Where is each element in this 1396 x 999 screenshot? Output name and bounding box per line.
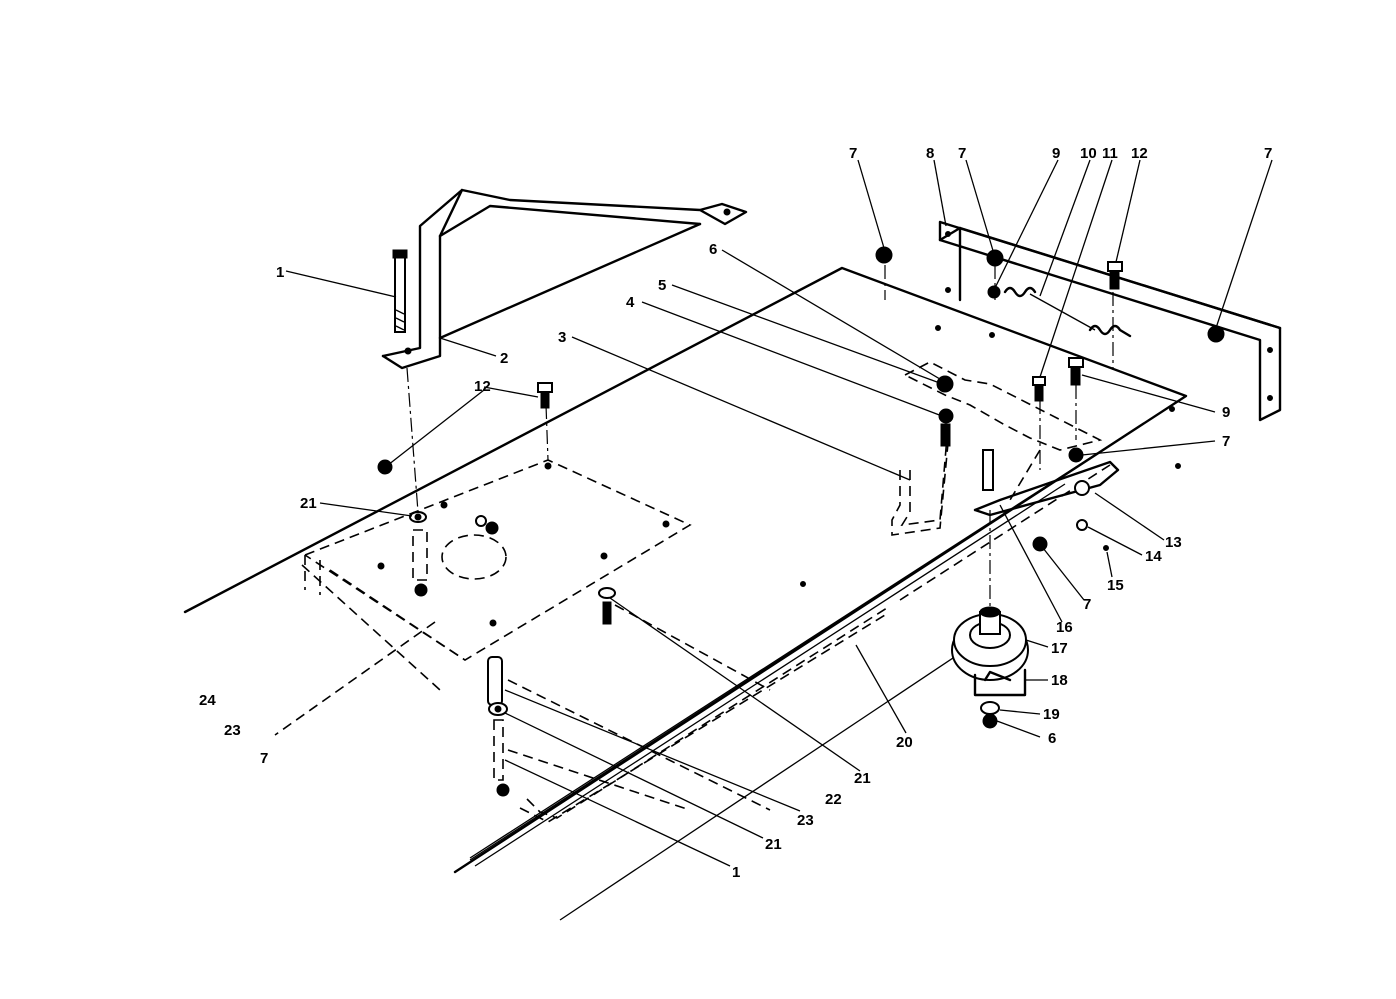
callout-17: 17 xyxy=(1051,640,1068,657)
callout-2: 2 xyxy=(500,350,508,367)
pulley-assembly xyxy=(951,510,1029,729)
callout-1-bottom: 1 xyxy=(732,864,740,881)
spring-assembly xyxy=(987,261,1132,370)
callout-21-left: 21 xyxy=(300,495,317,512)
callout-14: 14 xyxy=(1145,548,1162,565)
callout-12-left: 12 xyxy=(474,378,491,395)
callout-11: 11 xyxy=(1102,145,1118,162)
pivot-plate xyxy=(875,246,1120,552)
callout-6-bottom: 6 xyxy=(1048,730,1056,747)
dashed-connectors xyxy=(884,265,1077,501)
callout-15: 15 xyxy=(1107,577,1124,594)
callout-5: 5 xyxy=(658,277,666,294)
callout-7-a: 7 xyxy=(849,145,857,162)
callout-13: 13 xyxy=(1165,534,1182,551)
callout-23-left: 23 xyxy=(224,722,241,739)
callout-24: 24 xyxy=(199,692,216,709)
bent-rod xyxy=(891,421,951,536)
callout-7-c: 7 xyxy=(1264,145,1272,162)
callout-9-right: 9 xyxy=(1222,404,1230,421)
callout-4: 4 xyxy=(626,294,635,311)
callout-7-b: 7 xyxy=(958,145,966,162)
leader-lines xyxy=(285,159,1273,867)
callout-7-left: 7 xyxy=(260,750,268,767)
left-sub-plate xyxy=(304,459,692,661)
callout-21-mid: 21 xyxy=(854,770,871,787)
callout-9-top: 9 xyxy=(1052,145,1060,162)
callout-21-bottom: 21 xyxy=(765,836,782,853)
left-hardware xyxy=(377,382,616,797)
support-bracket xyxy=(381,188,748,370)
bolt-top-left xyxy=(392,249,408,333)
callout-6-top: 6 xyxy=(709,241,717,258)
deck-plate xyxy=(183,266,1188,921)
callout-22: 22 xyxy=(825,791,842,808)
callout-16: 16 xyxy=(1056,619,1073,636)
callout-3: 3 xyxy=(558,329,566,346)
callout-19: 19 xyxy=(1043,706,1060,723)
callout-8: 8 xyxy=(926,145,934,162)
callout-18: 18 xyxy=(1051,672,1068,689)
callout-labels: 1 2 3 4 5 6 7 8 7 9 10 11 12 7 12 21 9 7… xyxy=(199,145,1272,881)
callout-10: 10 xyxy=(1080,145,1097,162)
callout-20: 20 xyxy=(896,734,913,751)
callout-12-top: 12 xyxy=(1131,145,1148,162)
callout-23-bottom: 23 xyxy=(797,812,814,829)
top-right-bar xyxy=(938,220,1282,422)
callout-7-right: 7 xyxy=(1222,433,1230,450)
callout-1-top: 1 xyxy=(276,264,284,281)
callout-7-mid: 7 xyxy=(1083,596,1091,613)
